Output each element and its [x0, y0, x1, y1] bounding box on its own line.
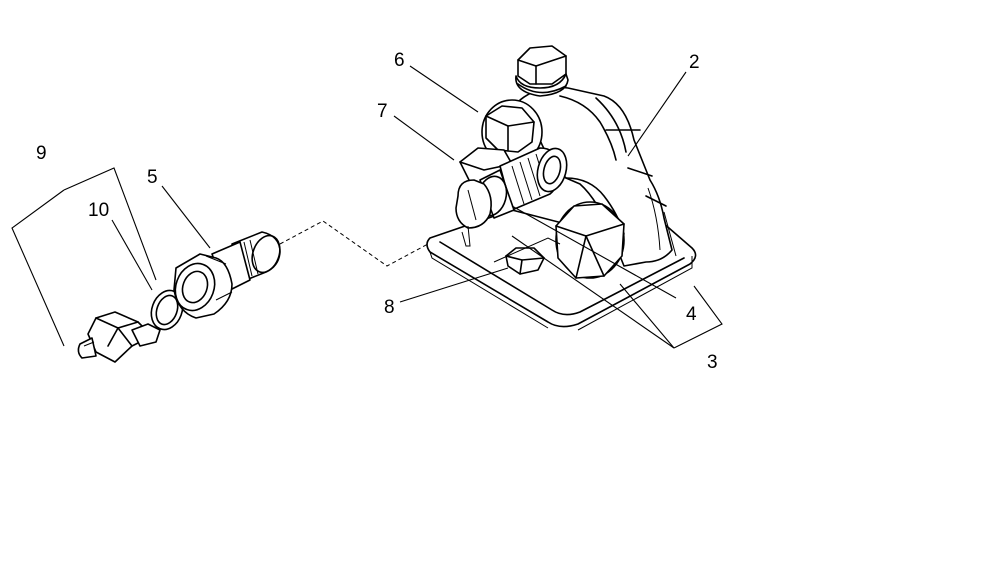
callout-10: 10 [88, 200, 109, 221]
callout-8: 8 [384, 297, 395, 318]
assembly-path-dashed [279, 220, 429, 267]
plug-hex [481, 99, 543, 165]
callout-7: 7 [377, 101, 388, 122]
callout-3: 3 [707, 352, 718, 373]
large-hex-bolt [555, 201, 625, 279]
coupling-adapter [173, 231, 281, 319]
hex-nipple-fitting [77, 311, 161, 363]
callout-9: 9 [36, 143, 47, 164]
callout-4: 4 [686, 304, 697, 325]
leader-lines [11, 65, 723, 349]
valve-spool [455, 147, 568, 247]
callout-5: 5 [147, 167, 158, 188]
bracket-body [426, 45, 697, 331]
callout-6: 6 [394, 50, 405, 71]
small-hex-nut [493, 237, 561, 275]
callout-numbers: 2 3 4 5 6 7 8 9 10 [36, 50, 718, 373]
callout-2: 2 [689, 52, 700, 73]
